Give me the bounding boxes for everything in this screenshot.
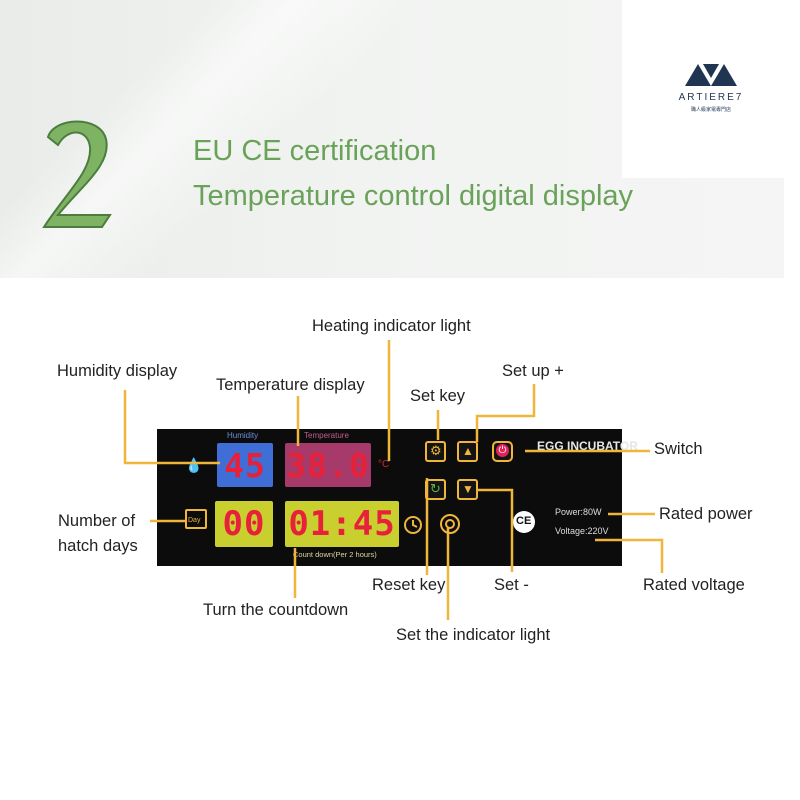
calendar-icon: Day (185, 509, 207, 529)
up-arrow-icon: ▲ (462, 444, 474, 458)
reset-icon: ↻ (430, 481, 441, 496)
logo-tagline: 職人級家電專門店 (690, 107, 731, 113)
rated-power-text: Power:80W (555, 507, 602, 517)
label-number-of: Number of (58, 512, 136, 530)
brand-name: EGG INCUBATOR (537, 439, 638, 453)
temperature-display: 38.0 (285, 443, 371, 487)
label-reset-key: Reset key (372, 576, 446, 594)
label-heating-indicator: Heating indicator light (312, 317, 471, 335)
logo-mark-icon (685, 64, 737, 86)
label-temperature-display: Temperature display (216, 376, 365, 394)
label-switch: Switch (654, 440, 703, 458)
label-rated-voltage: Rated voltage (643, 576, 745, 594)
label-turn-countdown: Turn the countdown (203, 601, 349, 619)
leader-set-minus (478, 488, 514, 572)
humidity-caption: Humidity (227, 431, 259, 440)
ce-mark-icon: CE (513, 511, 535, 533)
leader-set-up (475, 384, 536, 442)
set-up-button[interactable]: ▲ (457, 441, 478, 462)
water-drop-icon: 💧 (185, 457, 203, 473)
switch-button[interactable]: ⏻ (492, 441, 513, 462)
set-minus-button[interactable]: ▼ (457, 479, 478, 500)
big-number-two (42, 120, 112, 228)
countdown-display: 01:45 (285, 501, 399, 547)
leader-rated-voltage (595, 538, 664, 573)
logo-name: ARTIERE7 (678, 92, 744, 103)
label-set-minus: Set - (494, 576, 529, 594)
label-set-up: Set up + (502, 362, 564, 380)
set-key-button[interactable]: ⚙ (425, 441, 446, 462)
calendar-icon-label: Day (188, 517, 201, 524)
headline-line-2: Temperature control digital display (193, 180, 634, 212)
rated-voltage-text: Voltage:220V (555, 526, 609, 536)
heating-indicator-light: °C (378, 459, 390, 470)
temperature-caption: Temperature (304, 431, 349, 440)
clock-icon (404, 516, 422, 534)
leader-humidity (123, 390, 220, 465)
label-set-indicator-light: Set the indicator light (396, 626, 551, 644)
hatch-days-display: 00 (215, 501, 273, 547)
power-icon: ⏻ (496, 444, 509, 457)
label-humidity-display: Humidity display (57, 362, 178, 380)
countdown-caption: Count down(Per 2 hours) (293, 550, 377, 559)
humidity-display: 45 (217, 443, 273, 487)
label-rated-power: Rated power (659, 505, 753, 523)
headline-line-1: EU CE certification (193, 135, 437, 167)
settings-icon: ⚙ (430, 443, 442, 458)
ce-mark-text: CE (516, 515, 532, 527)
label-set-key: Set key (410, 387, 466, 405)
label-hatch-days: hatch days (58, 537, 138, 555)
down-arrow-icon: ▼ (462, 482, 474, 496)
set-indicator-light-icon (440, 514, 460, 534)
brand-logo: ARTIERE7 職人級家電專門店 (622, 0, 800, 178)
